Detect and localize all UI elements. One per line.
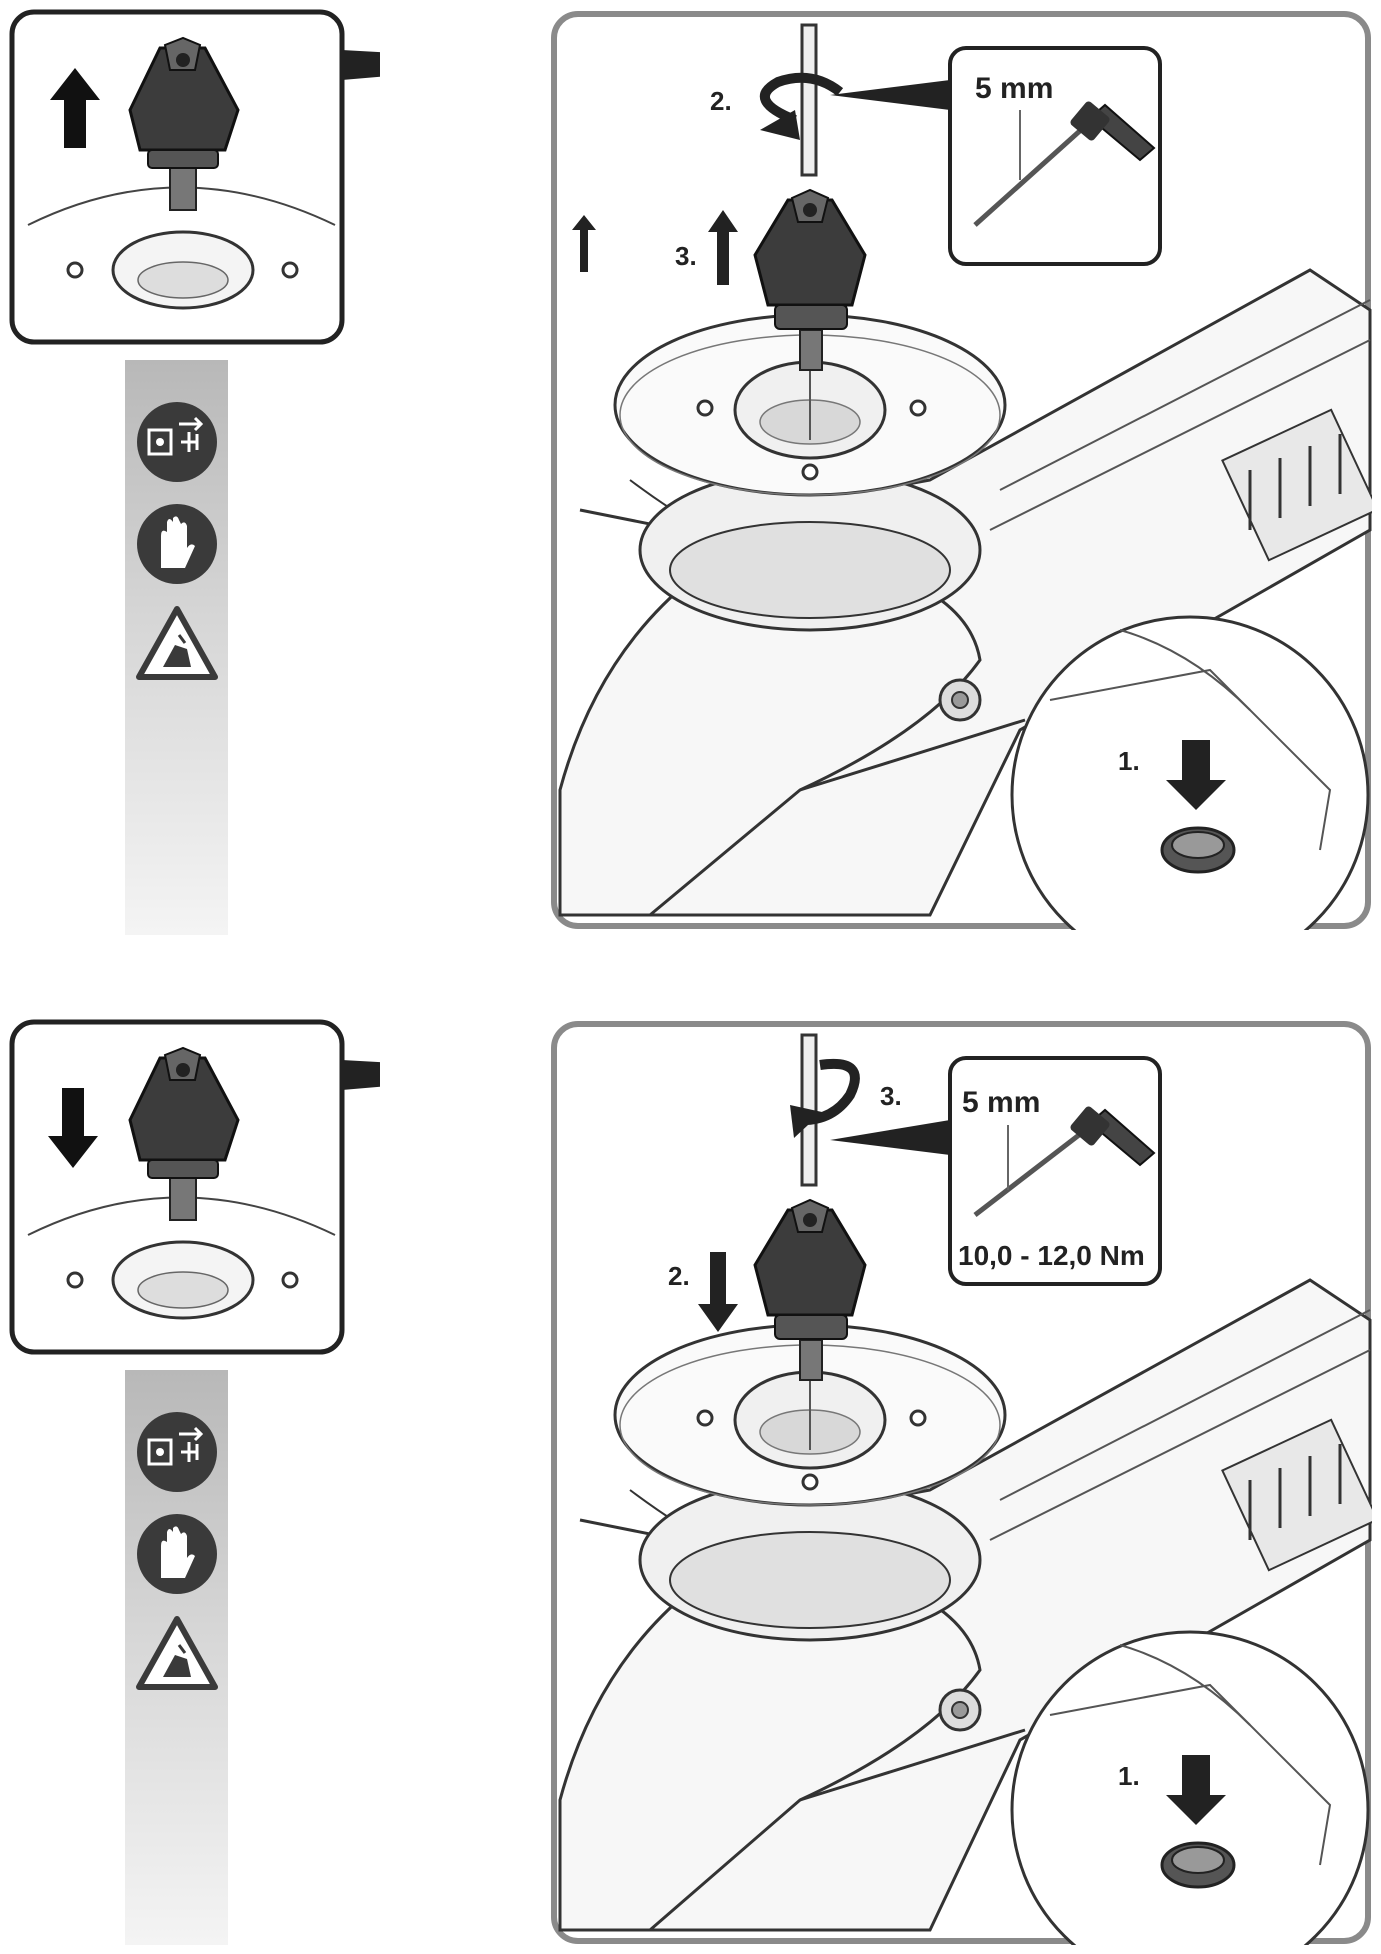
step-2-label: 2. (668, 1261, 690, 1291)
tool-size-label: 5 mm (962, 1086, 1040, 1119)
arrow-down-icon (698, 1252, 738, 1332)
step-1-label: 1. (1118, 1761, 1140, 1791)
main-illustration-remove: 1. 2. 3. 5 mm (550, 10, 1372, 930)
unplug-icon (137, 1412, 217, 1492)
unplug-icon (137, 402, 217, 482)
warning-hand-icon (136, 606, 218, 680)
step-1-label: 1. (1118, 746, 1140, 776)
step-3-label: 3. (675, 241, 697, 271)
arrow-up-icon (708, 210, 738, 285)
knob-icon (128, 36, 240, 169)
arrow-down-icon (48, 1088, 98, 1168)
detail-inset-remove (0, 0, 380, 360)
main-illustration-install: 1. 2. 3. 5 mm 10,0 - 12,0 Nm (550, 1020, 1372, 1945)
arrow-up-icon (50, 68, 100, 148)
warning-hand-icon (136, 1616, 218, 1690)
torque-label: 10,0 - 12,0 Nm (958, 1240, 1145, 1271)
knob-icon (128, 1046, 240, 1179)
step-2-label: 2. (710, 86, 732, 116)
knob-icon (753, 1198, 867, 1340)
gloves-icon (137, 504, 217, 584)
detail-inset-install (0, 1010, 380, 1370)
knob-icon (753, 188, 867, 330)
step-3-label: 3. (880, 1081, 902, 1111)
tool-size-label: 5 mm (975, 72, 1053, 105)
gloves-icon (137, 1514, 217, 1594)
